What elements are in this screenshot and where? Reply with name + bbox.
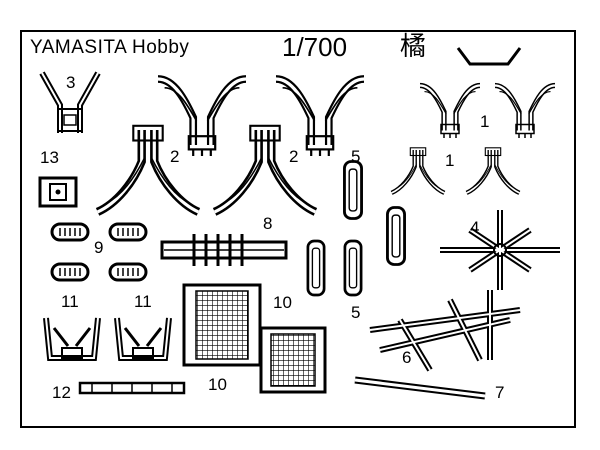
part-5-b	[386, 206, 406, 266]
part-7	[354, 376, 486, 400]
part-11-b	[117, 318, 169, 358]
label-part-7: 7	[495, 383, 504, 402]
part-2-b	[215, 126, 316, 212]
label-part-2-b: 2	[289, 147, 298, 166]
part-9-d	[108, 262, 148, 282]
label-part-1-b: 1	[445, 151, 454, 170]
part-y-frame-b	[276, 79, 364, 156]
label-part-11-a: 11	[61, 292, 79, 311]
part-1-b	[495, 86, 555, 139]
part-5-a	[343, 160, 363, 220]
cradle-part	[456, 47, 522, 66]
part-5-c	[306, 239, 326, 297]
part-1-c	[392, 148, 445, 193]
part-4	[440, 210, 560, 290]
part-9-a	[50, 222, 90, 242]
part-10-b	[259, 326, 327, 394]
brand-label: YAMASITA Hobby	[30, 37, 190, 58]
part-6	[369, 290, 521, 372]
label-part-8: 8	[263, 214, 272, 233]
label-part-11-b: 11	[134, 292, 152, 311]
part-12	[78, 381, 186, 395]
part-1-a	[420, 86, 480, 139]
label-part-3: 3	[66, 73, 75, 92]
label-part-13: 13	[40, 148, 59, 167]
label-part-1-a: 1	[480, 112, 489, 131]
label-part-10-a: 10	[273, 293, 292, 312]
label-part-4: 4	[470, 218, 479, 237]
label-part-5-b: 5	[351, 303, 360, 322]
part-11-a	[46, 318, 98, 358]
label-part-5-a: 5	[351, 147, 360, 166]
scale-label: 1/700	[282, 32, 348, 62]
part-2-a	[98, 126, 199, 212]
part-9-b	[108, 222, 148, 242]
label-part-9: 9	[94, 238, 103, 257]
part-9-c	[50, 262, 90, 282]
part-13	[38, 176, 78, 208]
ship-name-label: 橘	[400, 32, 427, 62]
part-3	[39, 71, 101, 133]
part-y-frame-a	[158, 79, 246, 156]
label-part-2-a: 2	[170, 147, 179, 166]
label-part-6: 6	[402, 348, 411, 367]
label-part-12: 12	[52, 383, 71, 402]
part-1-d	[467, 148, 520, 193]
part-5-d	[343, 239, 363, 297]
label-part-10-b: 10	[208, 375, 227, 394]
part-10-a	[182, 283, 262, 367]
part-8	[160, 234, 288, 266]
